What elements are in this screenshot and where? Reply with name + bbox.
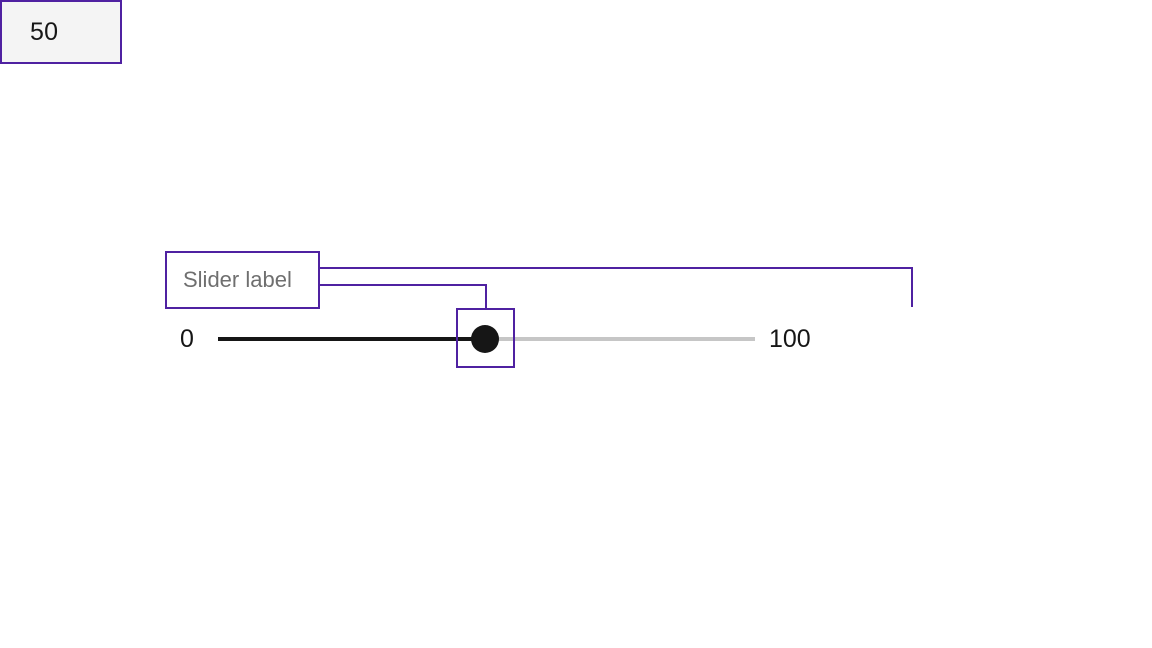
slider-label-annotation-box: Slider label [165,251,320,309]
slider-row: 0 100 [0,320,1152,360]
slider-handle-annotation-box [456,308,515,368]
slider-value-input[interactable]: 50 [0,0,122,64]
connector-line-to-value-vertical [911,267,913,307]
connector-line-to-handle-horizontal [318,284,487,286]
slider-label: Slider label [183,267,292,292]
slider-min-label: 0 [180,325,194,353]
connector-line-to-handle-vertical [485,284,487,310]
connector-line-to-value-horizontal [318,267,913,269]
slider-value-text: 50 [30,17,59,46]
slider-thumb[interactable] [471,325,499,353]
slider-max-label: 100 [769,325,811,353]
slider-track-filled [218,337,485,341]
